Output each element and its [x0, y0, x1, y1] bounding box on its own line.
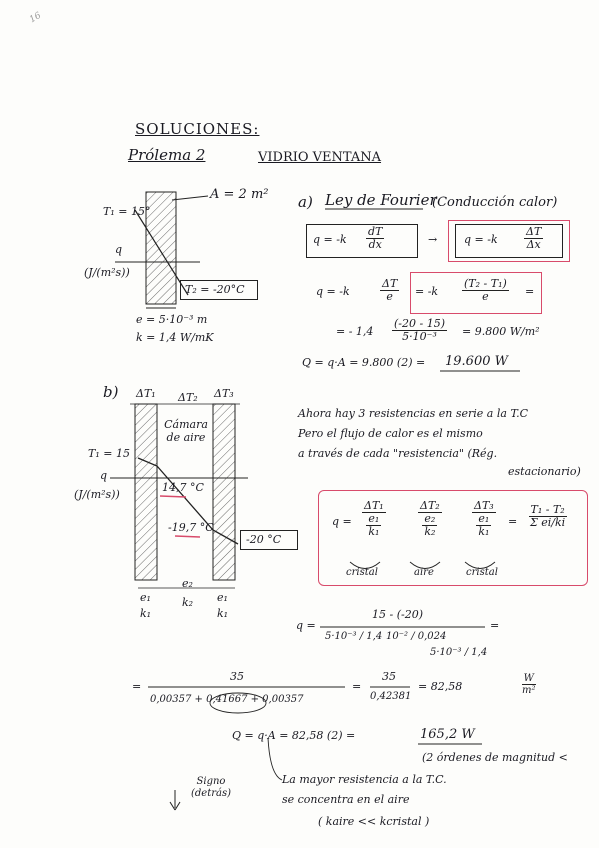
e2-label: e₂: [182, 577, 193, 590]
delta3-label: ΔT₃: [214, 387, 234, 400]
eq3-frac: (-20 - 15)5·10⁻³: [392, 317, 448, 344]
note2: La mayor resistencia a la T.C.: [282, 773, 447, 786]
eq4: Q = q·A = 9.800 (2) =: [302, 356, 426, 369]
q-total-line: Q = q·A = 82,58 (2) =: [232, 729, 356, 742]
glass-pane-b2: [212, 403, 236, 581]
t2-label-a: T₂ = -20°C: [185, 283, 245, 296]
t2-box-b: [240, 530, 298, 550]
calc-num: 15 - (-20): [372, 608, 424, 621]
eq2-red-box: [410, 272, 542, 314]
eq1-left: q = -k: [313, 233, 347, 246]
k2-label: k₂: [182, 596, 194, 609]
eq2-mid: = -k: [415, 285, 439, 298]
e1-left: e₁: [140, 591, 151, 604]
e1-right: e₁: [217, 591, 228, 604]
q-units-b: (J/(m²s)): [74, 488, 120, 501]
area-label: A = 2 m²: [210, 187, 269, 202]
calc-d3: 5·10⁻³ / 1,4: [430, 647, 488, 658]
part-b-label: b): [103, 383, 119, 401]
fourier-box-inner: [455, 224, 563, 258]
q-label-b: q: [100, 469, 108, 482]
text-line3: a través de cada "resistencia" (Rég.: [298, 447, 498, 460]
sign-note: Signo (detrás): [190, 776, 231, 799]
text-line2: Pero el flujo de calor es el mismo: [298, 427, 483, 440]
part-a-label: a): [298, 193, 313, 211]
box-under1: cristal: [346, 567, 378, 578]
eq2-left: q = -k: [316, 285, 350, 298]
note4: ( kaire << kcristal ): [318, 815, 430, 828]
glass-pane-a: [145, 191, 177, 305]
line2-num: 35: [230, 670, 244, 683]
calc-q: q =: [296, 619, 316, 632]
subject-label: VIDRIO VENTANA: [258, 150, 382, 165]
eq2-end: =: [525, 285, 535, 298]
air-chamber-label: Cámara de aire: [164, 418, 208, 445]
box-q: q =: [332, 515, 352, 528]
line2-eq: =: [132, 680, 142, 693]
eq3-left: = - 1,4: [336, 325, 374, 338]
temp-mid2: -19,7 °C: [168, 521, 214, 534]
q-total-result: 165,2 W: [420, 727, 475, 742]
calc-d2: 10⁻² / 0,024: [386, 631, 447, 642]
line2-mid: =: [352, 680, 362, 693]
box-under3: cristal: [466, 567, 498, 578]
note1: (2 órdenes de magnitud <: [422, 751, 568, 764]
k1-right: k₁: [217, 607, 229, 620]
delta2-label: ΔT₂: [178, 391, 198, 404]
series-equation-box: [318, 490, 588, 586]
fourier-box-red: [448, 220, 570, 262]
line2-res: = 82,58: [418, 680, 463, 693]
line2-den: 0,00357 + 0,41667 + 0,00357: [150, 694, 304, 705]
glass-pane-b1: [134, 403, 158, 581]
page-title: SOLUCIONES:: [135, 120, 260, 138]
eq2-mid-frac: (T₂ - T₁)e: [462, 277, 509, 304]
q-label-a: q: [115, 243, 123, 256]
t1-label-b: T₁ = 15: [88, 447, 130, 460]
box-under2: aire: [414, 567, 434, 578]
calc-d1: 5·10⁻³ / 1,4: [325, 631, 383, 642]
thickness-label-a: e = 5·10⁻³ m: [136, 313, 208, 326]
eq1-arrow: →: [428, 233, 438, 246]
calc-end: =: [490, 619, 500, 632]
delta1-label: ΔT₁: [136, 387, 156, 400]
k1-left: k₁: [140, 607, 152, 620]
q-units-a: (J/(m²s)): [84, 266, 130, 279]
law-name: Ley de Fourier: [325, 191, 437, 209]
fourier-box: [306, 224, 418, 258]
problem-label: Prólema 2: [128, 146, 206, 164]
text-line4: estacionario): [508, 465, 581, 478]
law-note: (Conducción calor): [432, 195, 558, 210]
eq3-result: = 9.800 W/m²: [462, 325, 540, 338]
line2-num2: 35: [382, 670, 396, 683]
temp-mid1: 14,7 °C: [162, 481, 204, 494]
conductivity-label-a: k = 1,4 W/mK: [136, 331, 214, 344]
note3: se concentra en el aire: [282, 793, 410, 806]
text-line1: Ahora hay 3 resistencias en serie a la T…: [298, 407, 529, 420]
eq1-right: q = -k: [464, 233, 498, 246]
box-eq: =: [508, 515, 518, 528]
line2-den2: 0,42381: [370, 691, 412, 702]
t2-label-b: -20 °C: [246, 533, 282, 546]
t2-box-a: [180, 280, 258, 300]
t1-label-a: T₁ = 15°: [103, 205, 151, 218]
eq4-result: 19.600 W: [445, 354, 508, 369]
